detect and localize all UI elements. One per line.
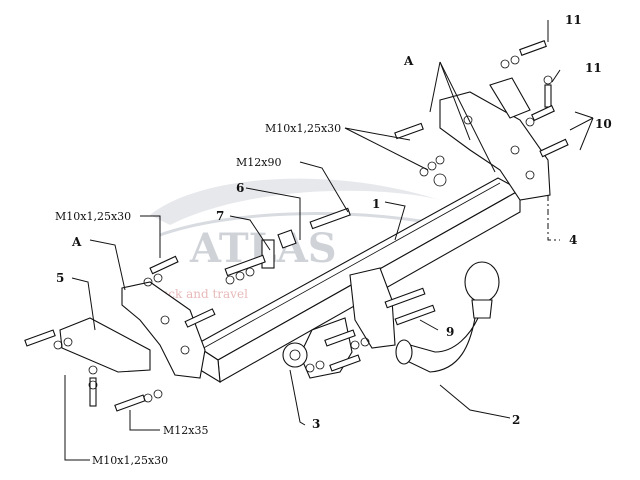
callout-5: 5 — [56, 271, 64, 285]
callout-4: 4 — [569, 233, 577, 247]
bolt-label-m10-top: M10x1,25x30 — [265, 122, 341, 135]
callout-2: 2 — [512, 413, 520, 427]
callout-3: 3 — [312, 417, 320, 431]
washers — [53, 55, 553, 403]
callout-7: 7 — [216, 209, 224, 223]
bolt-label-m10-bottom: M10x1,25x30 — [92, 454, 168, 467]
tow-ball — [395, 261, 500, 373]
bolt-label-m10-left: M10x1,25x30 — [55, 210, 131, 223]
callout-6: 6 — [236, 181, 244, 195]
bolt-label-m12x90: M12x90 — [236, 156, 281, 169]
right-side-bracket — [439, 77, 551, 201]
callout-10: 10 — [595, 117, 612, 131]
left-side-bracket — [59, 281, 206, 379]
callout-labels: 11 11 10 A A 1 2 3 4 5 6 7 9 — [56, 13, 612, 431]
callout-1: 1 — [372, 197, 380, 211]
bolt-labels: M10x1,25x30 M12x90 M10x1,25x30 M12x35 M1… — [55, 122, 341, 467]
callout-11-top: 11 — [565, 13, 582, 27]
callout-a-left: A — [71, 235, 82, 249]
callout-11-second: 11 — [585, 61, 602, 75]
callout-9: 9 — [446, 325, 454, 339]
callout-a-top: A — [403, 54, 414, 68]
watermark-tagline: truck and travel — [150, 287, 248, 301]
bolt-label-m12x35: M12x35 — [163, 424, 208, 437]
fasteners — [24, 40, 569, 412]
leader-lines — [64, 20, 594, 461]
